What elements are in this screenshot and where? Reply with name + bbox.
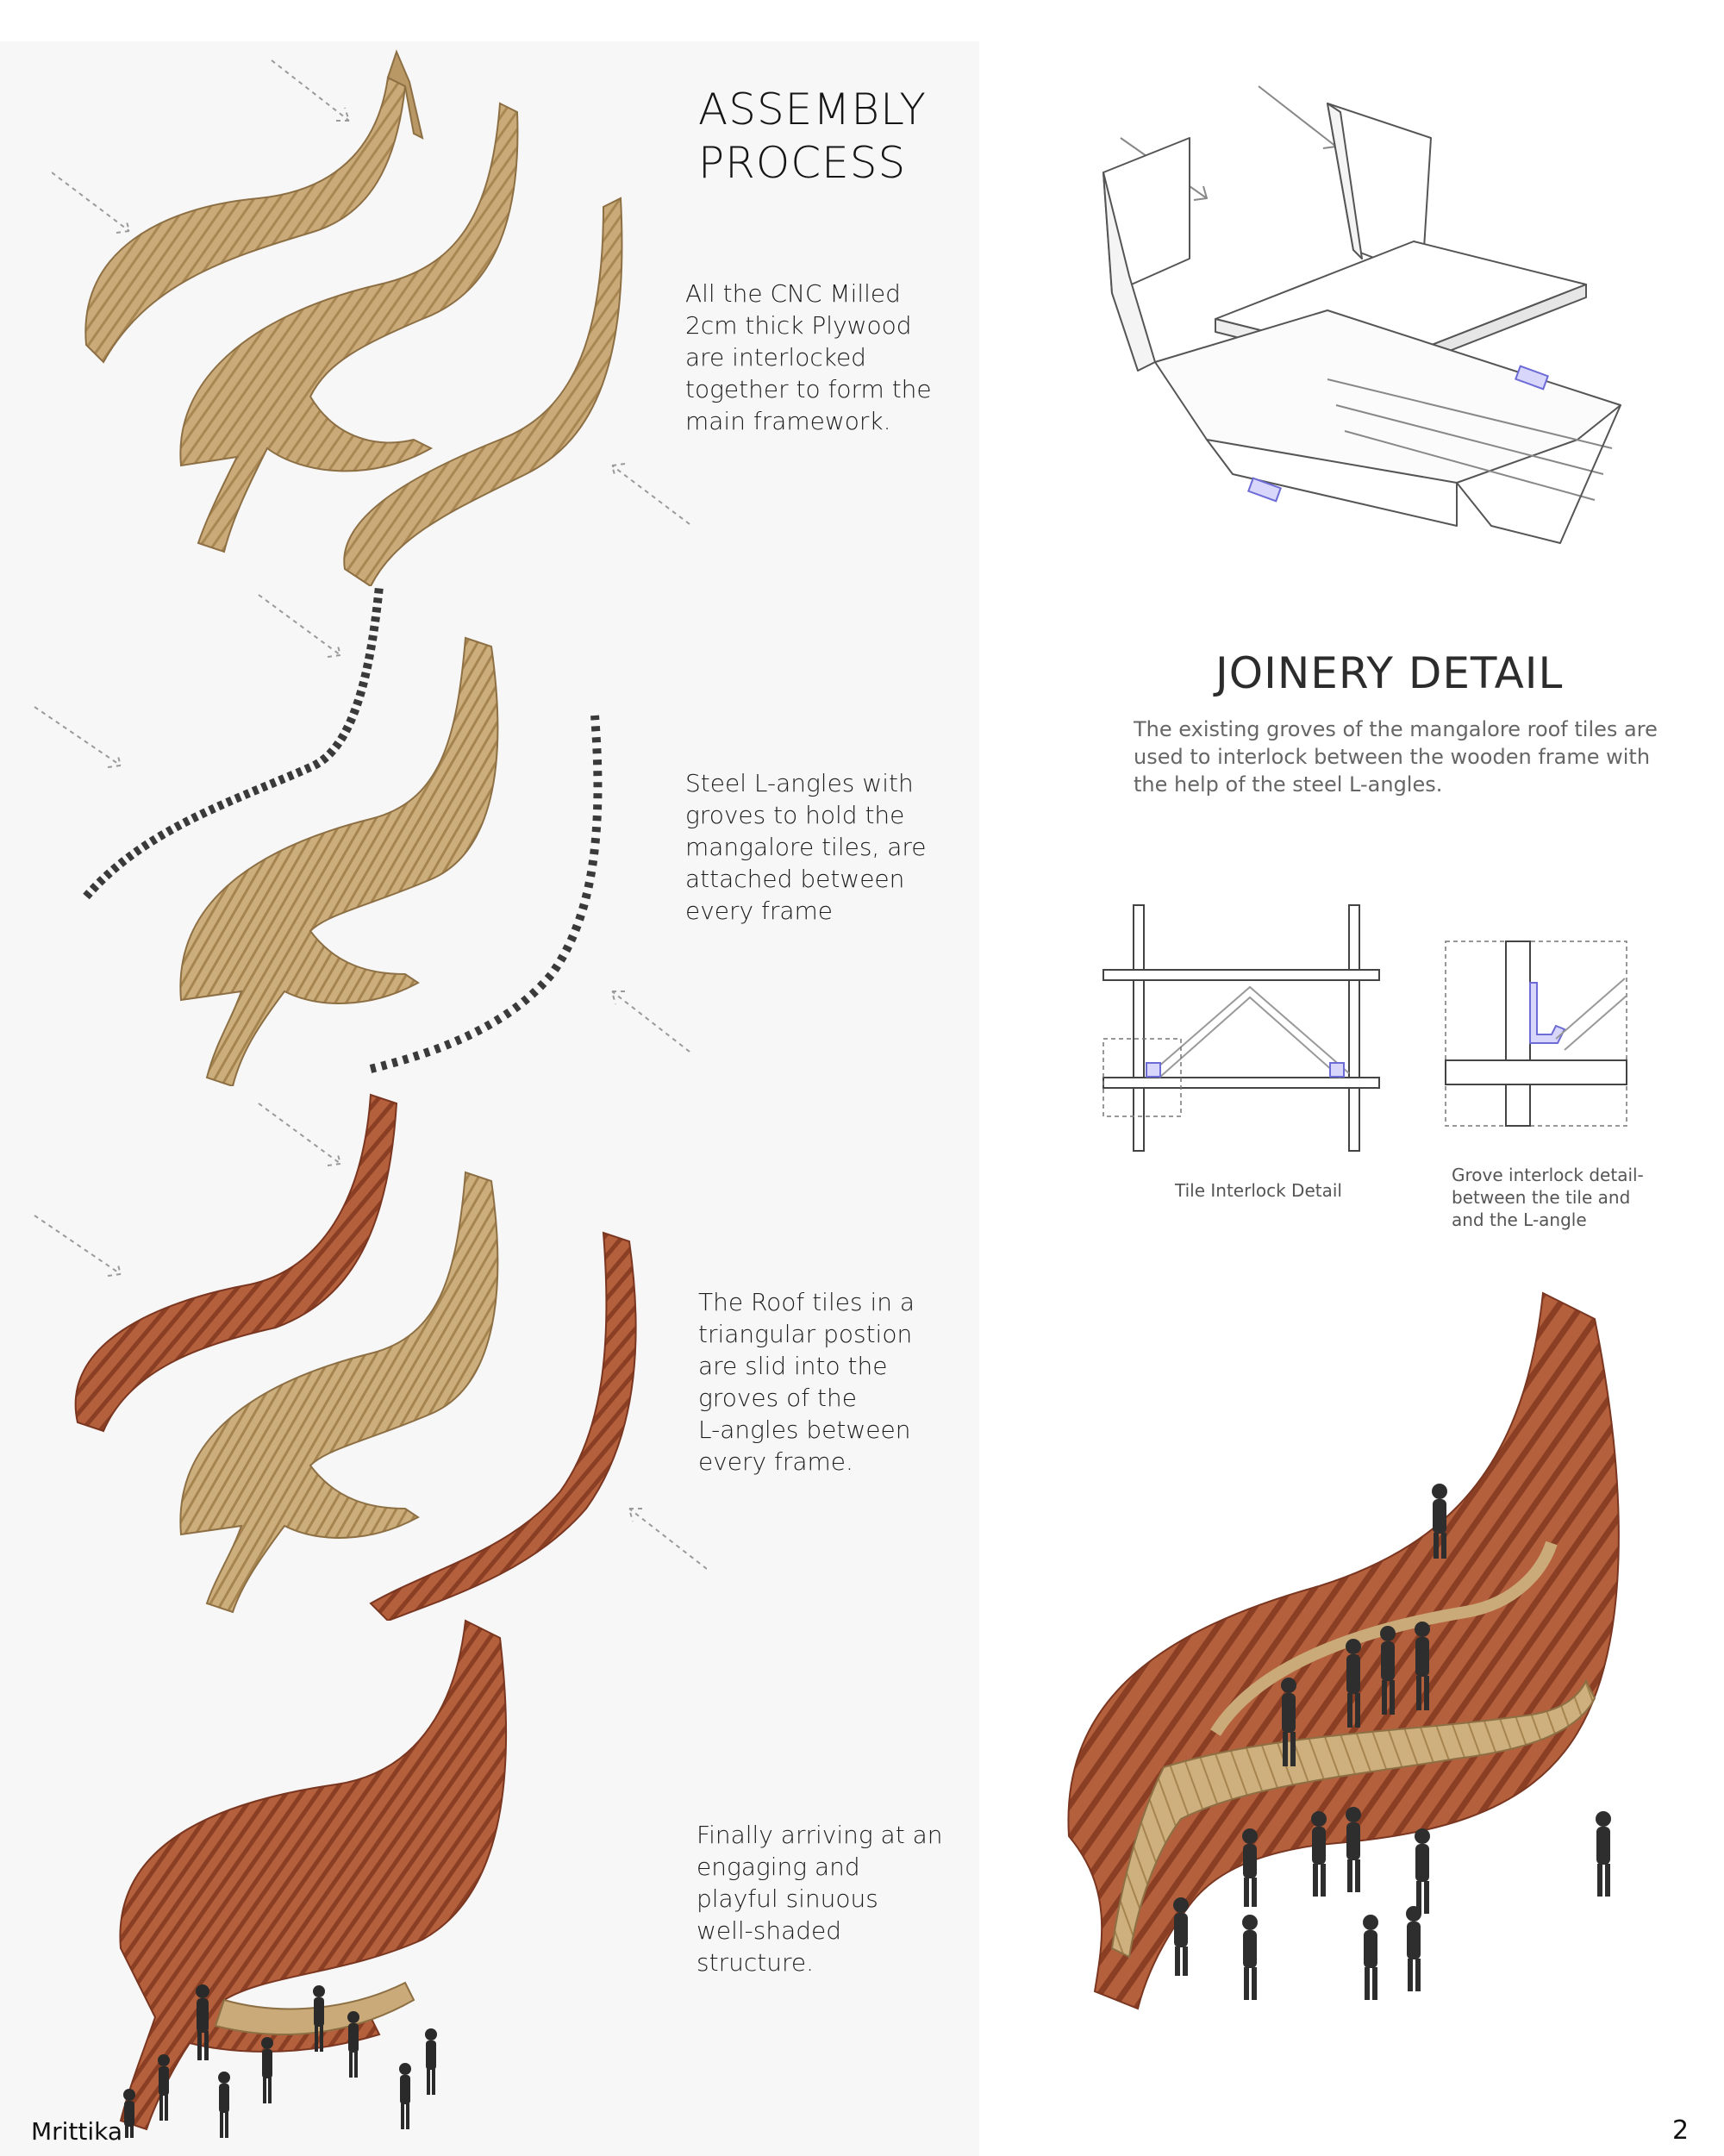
joinery-title: JOINERY DETAIL bbox=[1215, 648, 1564, 698]
step2-steel-angles-illustration bbox=[34, 585, 690, 1086]
joinery-exploded-drawing bbox=[1102, 85, 1621, 544]
grove-interlock-caption: Grove interlock detail- between the tile… bbox=[1452, 1165, 1644, 1230]
step4-caption: Finally arriving at an engaging and play… bbox=[696, 1821, 943, 1977]
author-name: Mrittika bbox=[31, 2117, 123, 2146]
step4-final-structure-illustration bbox=[119, 1619, 508, 2138]
step3-roof-tiles-illustration bbox=[34, 1093, 707, 1621]
final-pavilion-render bbox=[1067, 1291, 1620, 2010]
step1-plywood-frames-illustration bbox=[52, 49, 690, 586]
assembly-title: ASSEMBLY PROCESS bbox=[698, 84, 927, 188]
grove-interlock-detail-drawing bbox=[1445, 941, 1627, 1127]
step2-caption: Steel L-angles with groves to hold the m… bbox=[685, 769, 927, 925]
step3-caption: The Roof tiles in a triangular postion a… bbox=[698, 1288, 915, 1476]
tile-interlock-caption: Tile Interlock Detail bbox=[1175, 1180, 1342, 1201]
joinery-description: The existing groves of the mangalore roo… bbox=[1134, 717, 1658, 797]
page-number: 2 bbox=[1672, 2115, 1690, 2146]
tile-interlock-detail-drawing bbox=[1102, 904, 1380, 1152]
step1-caption: All the CNC Milled 2cm thick Plywood are… bbox=[685, 279, 932, 435]
